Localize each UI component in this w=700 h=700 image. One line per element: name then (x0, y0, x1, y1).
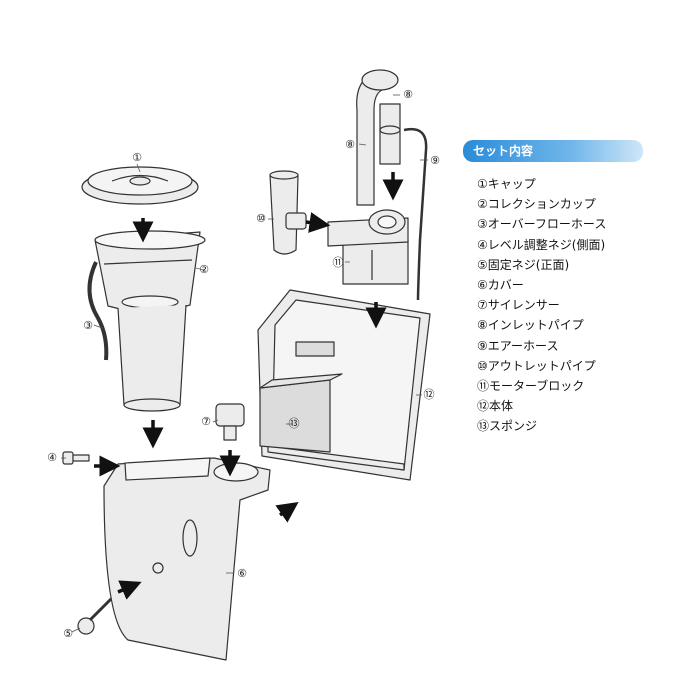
legend-item: ⑬スポンジ (477, 419, 538, 434)
parts-legend: セット内容 ①キャップ ②コレクションカップ ③オーバーフローホース ④レベル調… (463, 140, 663, 436)
legend-item: ⑪モーターブロック (477, 378, 585, 393)
legend-item: ③オーバーフローホース (477, 217, 607, 232)
callout-overflow-hose: ③ (83, 319, 93, 332)
callout-collection-cup: ② (199, 263, 209, 276)
callout-air-hose: ⑨ (430, 154, 440, 167)
sponge-part (259, 373, 343, 453)
callout-motor-block: ⑪ (332, 256, 344, 269)
callout-fixing-screw: ⑤ (63, 627, 73, 640)
callout-inlet-pipe-top: ⑧ (403, 88, 413, 101)
callout-silencer: ⑦ (201, 415, 211, 428)
callout-cover: ⑥ (237, 567, 247, 580)
legend-item: ④レベル調整ネジ(側面) (477, 237, 606, 252)
callout-sponge: ⑬ (288, 417, 300, 430)
legend-item: ⑩アウトレットパイプ (477, 358, 596, 373)
inlet-pipe-part (356, 69, 401, 206)
legend-list: ①キャップ ②コレクションカップ ③オーバーフローホース ④レベル調整ネジ(側面… (477, 174, 663, 436)
legend-item: ①キャップ (477, 177, 536, 191)
legend-item: ⑧インレットパイプ (477, 318, 584, 333)
cover-part (103, 457, 271, 661)
callout-level-screw: ④ (47, 451, 57, 464)
callout-cap: ① (132, 151, 142, 164)
legend-item: ⑤固定ネジ(正面) (477, 257, 570, 272)
outlet-pipe-part (269, 170, 307, 255)
air-hose-part (403, 127, 428, 301)
silencer-part (215, 403, 245, 441)
fixing-screw-part (77, 596, 114, 635)
level-screw-part (62, 451, 90, 465)
legend-item: ⑦サイレンサー (477, 298, 560, 313)
callout-main-body: ⑫ (423, 388, 435, 401)
legend-item: ⑥カバー (477, 277, 524, 292)
legend-item: ②コレクションカップ (477, 197, 596, 212)
assembly-arrows (94, 172, 404, 600)
collection-cup-part (94, 230, 206, 412)
callout-inlet-pipe: ⑧ (345, 138, 355, 151)
cap-part (81, 166, 199, 205)
legend-item: ⑨エアーホース (477, 338, 559, 353)
motor-block-part (327, 209, 409, 285)
overflow-hose-part (87, 261, 109, 361)
legend-title: セット内容 (463, 140, 643, 162)
legend-item: ⑫本体 (477, 399, 514, 414)
leader-lines (61, 94, 428, 633)
callout-outlet-pipe: ⑩ (256, 212, 266, 225)
